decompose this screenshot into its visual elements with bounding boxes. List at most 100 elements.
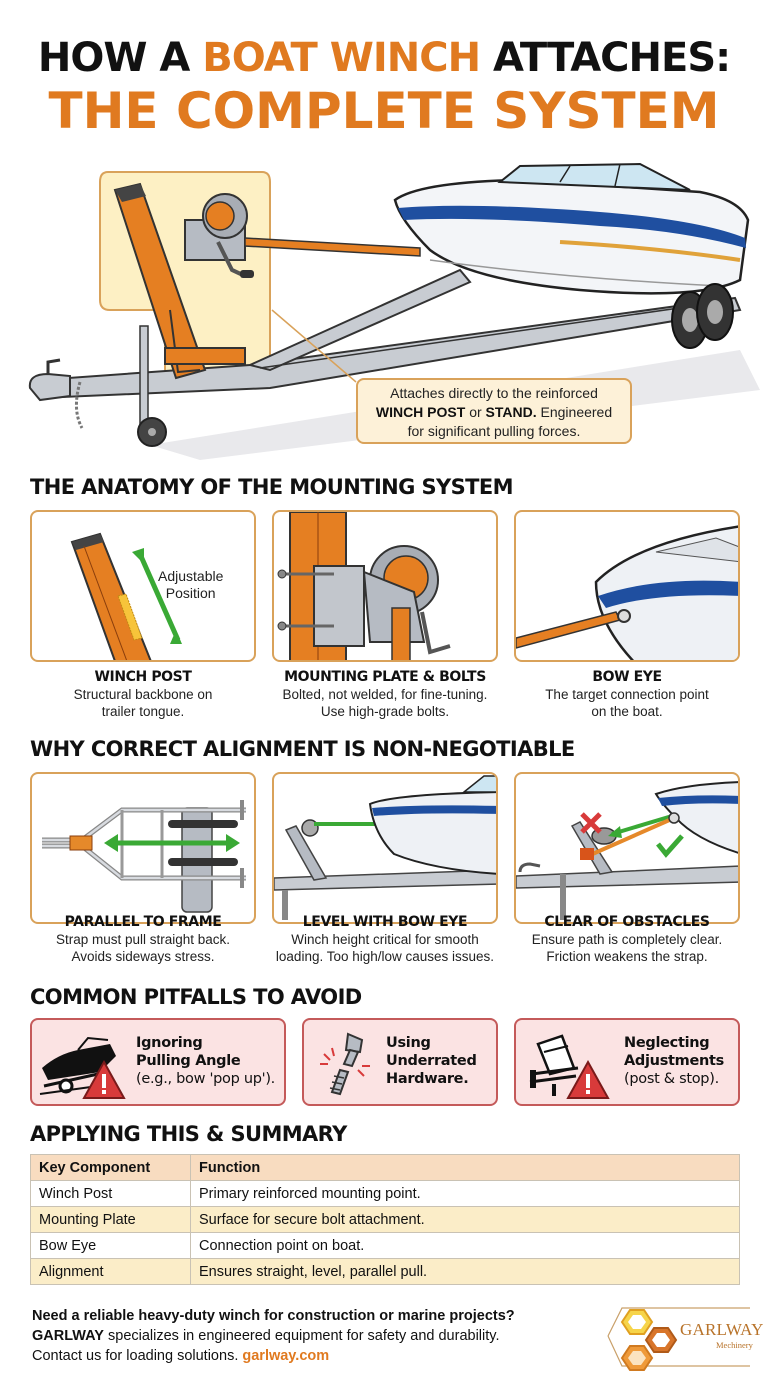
caption-title: BOW EYE [592, 669, 662, 685]
alignment-heading: WHY CORRECT ALIGNMENT IS NON-NEGOTIABLE [30, 737, 575, 761]
logo-subtitle: Mechinery [716, 1340, 753, 1350]
caption-desc: The target connection point [545, 687, 709, 702]
trailer-top-view-icon [42, 800, 246, 913]
footer-contact: Contact us for loading solutions. [32, 1348, 243, 1364]
column-header: Key Component [30, 1154, 191, 1181]
clear-panel [514, 772, 740, 924]
pitfall-line: (e.g., bow 'pop up'). [136, 1071, 275, 1087]
website-link[interactable]: garlway.com [242, 1348, 330, 1364]
table-cell: Alignment [30, 1258, 191, 1285]
callout-line: Attaches directly to the reinforced [390, 385, 598, 401]
caption-title: LEVEL WITH BOW EYE [302, 914, 468, 930]
caption-desc: Structural backbone on [73, 687, 213, 702]
mounting-plate-icon [277, 512, 451, 660]
title-line-1: HOW A BOAT WINCH ATTACHES: [0, 35, 768, 81]
footer-text: Need a reliable heavy-duty winch for con… [32, 1306, 572, 1366]
summary-heading: APPLYING THIS & SUMMARY [30, 1122, 347, 1146]
column-header: Function [190, 1154, 740, 1181]
caption-title: MOUNTING PLATE & BOLTS [284, 669, 486, 685]
caption-title: PARALLEL TO FRAME [64, 914, 222, 930]
caption-desc: Strap must pull straight back. [55, 932, 231, 947]
bow-eye-icon [516, 525, 738, 660]
winch-post-panel: Adjustable Position [30, 510, 256, 662]
pitfall-line: Neglecting [624, 1035, 710, 1051]
label-line: Adjustable [158, 568, 224, 584]
hero-illustration [0, 160, 768, 460]
level-caption: LEVEL WITH BOW EYE Winch height critical… [257, 913, 513, 965]
title-part: ATTACHES: [480, 35, 731, 81]
pitfall-pulling-angle: Ignoring Pulling Angle (e.g., bow 'pop u… [30, 1018, 286, 1106]
pitfall-line: Pulling Angle [136, 1053, 241, 1069]
title-highlight: BOAT WINCH [202, 35, 481, 81]
winch-post-callout: Attaches directly to the reinforced WINC… [356, 378, 632, 444]
broken-bolt-icon [320, 1032, 370, 1096]
pitfall-text: Using Underrated Hardware. [386, 1034, 477, 1088]
mounting-plate-caption: MOUNTING PLATE & BOLTS Bolted, not welde… [257, 668, 513, 720]
table-cell: Winch Post [30, 1180, 191, 1207]
pitfall-neglecting-adjustments: Neglecting Adjustments (post & stop). [514, 1018, 740, 1106]
caption-desc: Use high-grade bolts. [320, 704, 450, 719]
callout-bold: WINCH POST [375, 404, 466, 420]
callout-text: Engineered [536, 404, 613, 420]
title-part: HOW A [37, 35, 203, 81]
pitfall-text: Ignoring Pulling Angle (e.g., bow 'pop u… [136, 1034, 275, 1088]
mounting-plate-panel [272, 510, 498, 662]
callout-line: WINCH POST or STAND. Engineered [358, 403, 630, 422]
footer-brand-line: GARLWAY specializes in engineered equipm… [32, 1326, 572, 1346]
callout-bold: STAND. [485, 404, 537, 420]
table-row: Bow Eye Connection point on boat. [30, 1232, 740, 1259]
caption-desc: Friction weakens the strap. [546, 949, 708, 964]
footer-brand-text: specializes in engineered equipment for … [103, 1328, 500, 1344]
parallel-panel [30, 772, 256, 924]
table-cell: Primary reinforced mounting point. [190, 1180, 740, 1207]
table-cell: Surface for secure bolt attachment. [190, 1206, 740, 1233]
summary-table: Key Component Function Winch Post Primar… [30, 1154, 740, 1285]
boat-warning-icon [39, 1036, 126, 1099]
anatomy-heading: THE ANATOMY OF THE MOUNTING SYSTEM [30, 475, 514, 499]
callout-text: or [465, 404, 486, 420]
caption-desc: Ensure path is completely clear. [531, 932, 723, 947]
caption-desc: Winch height critical for smooth [291, 932, 479, 947]
level-bow-eye-icon [274, 775, 496, 920]
caption-desc: Bolted, not welded, for fine-tuning. [282, 687, 488, 702]
table-header-row: Key Component Function [30, 1154, 740, 1181]
winch-post-icon [70, 532, 182, 660]
level-panel [272, 772, 498, 924]
garlway-logo: GARLWAY Mechinery [600, 1300, 763, 1376]
caption-title: WINCH POST [94, 669, 192, 685]
adjustable-position-label: Adjustable Position [158, 568, 223, 602]
table-cell: Connection point on boat. [190, 1232, 740, 1259]
caption-desc: on the boat. [591, 704, 663, 719]
table-cell: Ensures straight, level, parallel pull. [190, 1258, 740, 1285]
pitfall-line: Ignoring [136, 1035, 203, 1051]
callout-line: for significant pulling forces. [407, 423, 581, 439]
boat-trailer-illustration [28, 162, 760, 460]
clear-obstacles-icon [516, 781, 738, 920]
logo-name: GARLWAY [680, 1320, 764, 1339]
table-cell: Bow Eye [30, 1232, 191, 1259]
pitfall-underrated-hardware: Using Underrated Hardware. [302, 1018, 498, 1106]
pitfall-line: (post & stop). [624, 1071, 719, 1087]
pitfalls-heading: COMMON PITFALLS TO AVOID [30, 985, 362, 1009]
table-row: Alignment Ensures straight, level, paral… [30, 1258, 740, 1285]
table-cell: Mounting Plate [30, 1206, 191, 1233]
bow-eye-caption: BOW EYE The target connection point on t… [499, 668, 755, 720]
table-row: Mounting Plate Surface for secure bolt a… [30, 1206, 740, 1233]
caption-desc: Avoids sideways stress. [71, 949, 215, 964]
pitfall-line: Hardware. [386, 1071, 469, 1087]
table-row: Winch Post Primary reinforced mounting p… [30, 1180, 740, 1207]
footer-contact-line: Contact us for loading solutions. garlwa… [32, 1346, 572, 1366]
pitfall-text: Neglecting Adjustments (post & stop). [624, 1034, 724, 1088]
parallel-caption: PARALLEL TO FRAME Strap must pull straig… [15, 913, 271, 965]
bow-eye-panel [514, 510, 740, 662]
label-line: Position [165, 585, 216, 601]
trailer-warning-icon [529, 1034, 610, 1099]
caption-desc: loading. Too high/low causes issues. [275, 949, 495, 964]
pitfall-line: Using [386, 1035, 431, 1051]
caption-title: CLEAR OF OBSTACLES [544, 914, 710, 930]
caption-desc: trailer tongue. [101, 704, 185, 719]
pitfall-line: Adjustments [624, 1053, 724, 1069]
winch-post-caption: WINCH POST Structural backbone on traile… [15, 668, 271, 720]
hexagon-logo-icon [607, 1307, 750, 1371]
clear-caption: CLEAR OF OBSTACLES Ensure path is comple… [499, 913, 755, 965]
